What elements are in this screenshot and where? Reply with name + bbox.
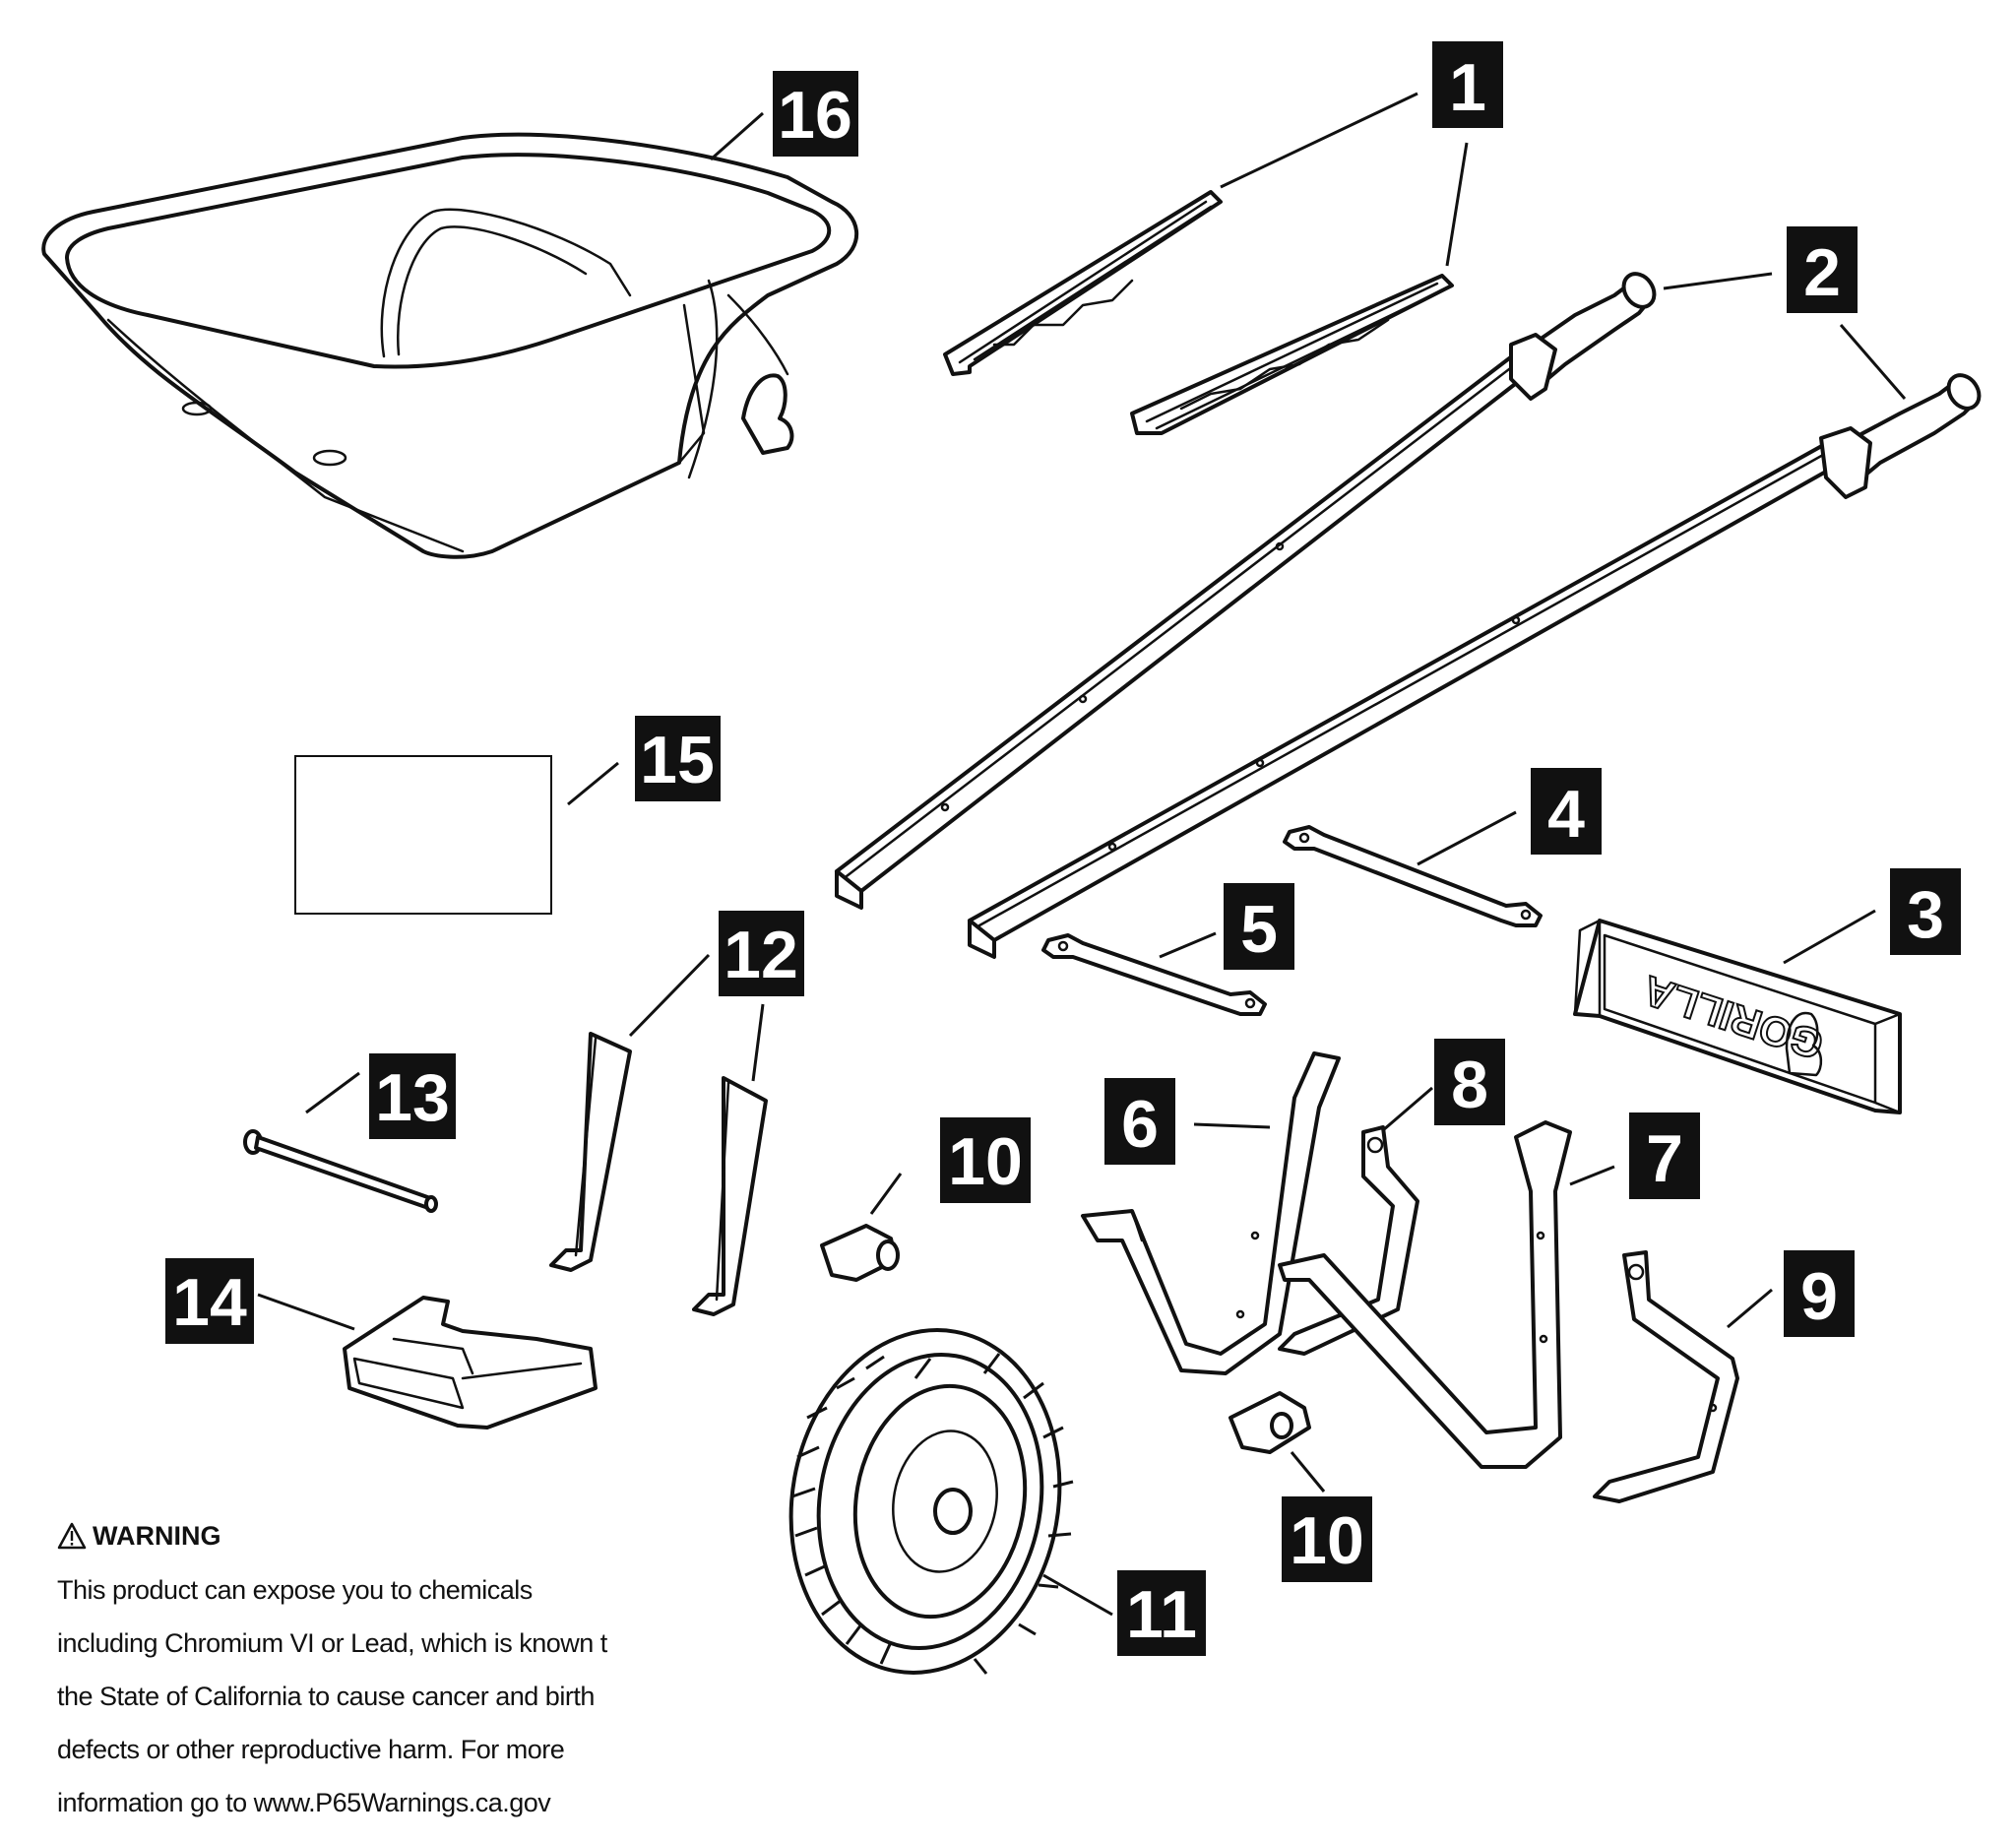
part-leg-8 <box>1278 1125 1419 1356</box>
warning-line: defects or other reproductive harm. For … <box>57 1735 565 1764</box>
leader-lines <box>257 92 1907 1617</box>
part-leg-6 <box>1081 1051 1341 1375</box>
svg-text:13: 13 <box>375 1060 450 1135</box>
svg-text:12: 12 <box>724 918 798 992</box>
callout-11: 11 <box>1117 1570 1206 1656</box>
part-brace-1b <box>1130 274 1454 435</box>
warning-title: WARNING <box>93 1521 221 1551</box>
svg-text:5: 5 <box>1240 892 1278 967</box>
callout-13: 13 <box>369 1053 456 1139</box>
svg-text:8: 8 <box>1451 1048 1488 1122</box>
part-handle-2a <box>835 272 1657 910</box>
callout-6: 6 <box>1104 1078 1175 1165</box>
warning-line: This product can expose you to chemicals <box>57 1575 533 1605</box>
gorilla-logo-icon <box>1785 1011 1823 1077</box>
callout-7: 7 <box>1629 1112 1700 1199</box>
part-strap-4 <box>1283 825 1543 927</box>
callout-3: 3 <box>1890 868 1961 955</box>
callout-14: 14 <box>165 1258 254 1344</box>
part-leg-brace-12a <box>549 1032 632 1272</box>
part-wheel <box>788 1328 1074 1675</box>
callout-16: 16 <box>773 71 858 157</box>
prop65-warning: WARNING This product can expose you to c… <box>57 1521 648 1843</box>
callout-4: 4 <box>1531 768 1602 855</box>
callout-12: 12 <box>719 911 804 996</box>
part-axle <box>243 1129 438 1213</box>
callout-2: 2 <box>1787 226 1858 313</box>
svg-text:10: 10 <box>1290 1503 1364 1578</box>
callout-5: 5 <box>1224 883 1294 970</box>
warning-line: information go to www.P65Warnings.ca.gov <box>57 1788 551 1817</box>
part-leg-9 <box>1593 1250 1739 1503</box>
gorilla-logo-icon <box>741 373 794 455</box>
warning-triangle-icon <box>57 1522 87 1550</box>
svg-text:4: 4 <box>1547 777 1585 852</box>
part-axle-block-10b <box>1228 1391 1311 1454</box>
part-leg-7 <box>1278 1120 1572 1469</box>
callout-8: 8 <box>1434 1039 1505 1125</box>
part-strap-5 <box>1041 933 1267 1016</box>
svg-text:16: 16 <box>778 78 852 153</box>
exploded-parts-diagram: GORILLA <box>41 41 1982 1675</box>
callout-9: 9 <box>1784 1250 1855 1337</box>
svg-text:1: 1 <box>1449 50 1486 125</box>
part-axle-block-10a <box>820 1224 900 1282</box>
svg-text:9: 9 <box>1800 1259 1838 1334</box>
svg-text:2: 2 <box>1803 235 1841 310</box>
svg-text:7: 7 <box>1646 1121 1683 1196</box>
svg-text:6: 6 <box>1121 1087 1159 1162</box>
svg-text:3: 3 <box>1907 877 1944 952</box>
part-instruction-card <box>294 755 552 915</box>
part-front-plate: GORILLA <box>1573 919 1902 1114</box>
part-front-bracket <box>343 1296 598 1430</box>
svg-text:14: 14 <box>172 1265 247 1340</box>
callout-1: 1 <box>1432 41 1503 128</box>
svg-text:10: 10 <box>948 1124 1023 1199</box>
warning-line: the State of California to cause cancer … <box>57 1682 595 1711</box>
part-handle-2b <box>968 373 1982 959</box>
callout-15: 15 <box>635 716 721 801</box>
callout-10b: 10 <box>1282 1496 1372 1582</box>
part-leg-brace-12b <box>692 1076 768 1316</box>
svg-text:11: 11 <box>1126 1577 1197 1652</box>
part-tray <box>41 132 859 559</box>
part-brace-1a <box>943 190 1223 376</box>
svg-text:15: 15 <box>640 723 715 797</box>
callout-10a: 10 <box>940 1117 1031 1203</box>
warning-line: including Chromium VI or Lead, which is … <box>57 1628 607 1658</box>
